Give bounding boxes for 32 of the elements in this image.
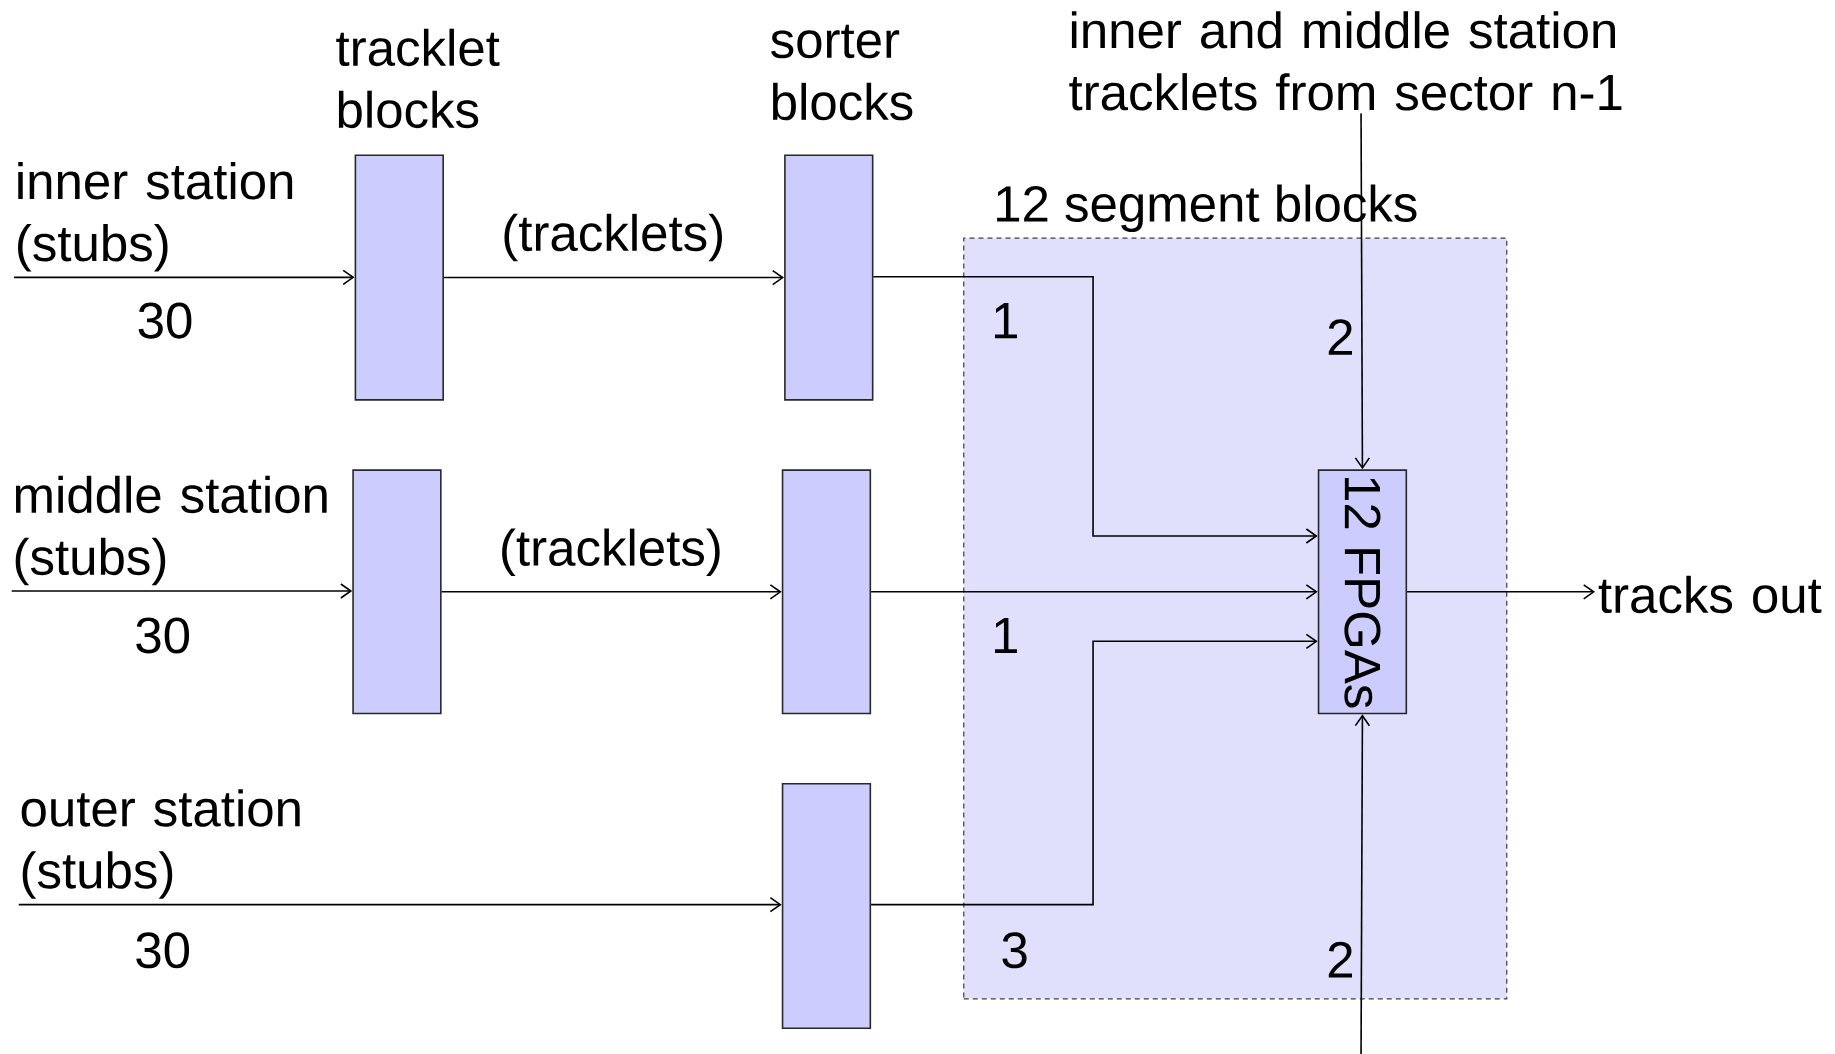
arrow [870,583,1318,600]
arrow [443,269,785,286]
text-label: tracks out [1598,575,1822,614]
arrow [1406,583,1596,600]
arrow [13,269,355,285]
edge-label: 30 [136,932,190,969]
edge-label: 2 [1328,319,1352,355]
arrow [1354,112,1371,470]
arrow [1354,714,1371,1054]
arrow [17,896,782,913]
edge-label: 30 [136,617,190,654]
edge-label: 3 [1002,932,1027,969]
edge-label: (tracklets) [502,528,720,576]
text-label: inner station (stubs) [18,161,293,272]
block-caption: sorter blocks [771,24,913,121]
edge-label: (tracklets) [504,213,722,262]
text-label: inner and middle station tracklets from sector n-1 [1069,10,1622,111]
block [781,782,872,1029]
fpga-box: 12 FPGAs [1317,469,1408,715]
edge-label: 1 [995,302,1017,338]
arrow [440,583,782,600]
edge-label: 2 [1328,941,1352,978]
block-caption: tracklet blocks [336,28,500,128]
arrow [10,583,353,599]
block [352,469,442,715]
text-label: middle station (stubs) [15,475,327,585]
edge-label: 1 [995,617,1017,653]
arrow [870,633,1318,906]
arrow [872,275,1318,544]
block [781,469,872,715]
edge-label: 30 [138,302,192,339]
text-label: outer station (stubs) [21,789,300,899]
